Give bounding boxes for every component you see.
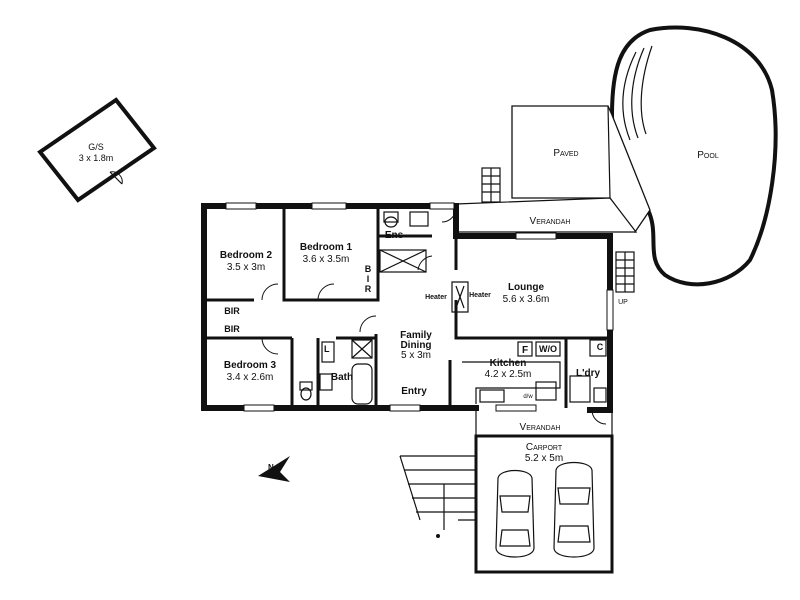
bedroom2-size: 3.5 x 3m: [227, 262, 265, 273]
bir-label-2: BIR: [224, 324, 240, 334]
bedroom3-size: 3.4 x 2.6m: [227, 372, 274, 383]
family-size: 5 x 3m: [401, 350, 431, 361]
car-right-icon: [553, 461, 595, 558]
room-labels: Bedroom 2 3.5 x 3m Bedroom 1 3.6 x 3.5m …: [220, 230, 604, 400]
carport: Carport 5.2 x 5m: [474, 434, 614, 574]
pool-label: Pool: [697, 150, 719, 161]
car-left-icon: [495, 469, 535, 558]
shed-name: G/S: [88, 142, 104, 152]
dw-label: d/w: [523, 394, 533, 400]
heater-right: Heater: [469, 292, 491, 299]
bedroom1-size: 3.6 x 3.5m: [303, 254, 350, 265]
f-label: F: [522, 345, 528, 356]
l-label: L: [324, 344, 330, 354]
doors: [261, 207, 607, 425]
bir-vertical-r: R: [365, 284, 372, 294]
verandah-bottom: Verandah: [475, 410, 613, 437]
fixtures: [299, 211, 607, 405]
stairs-up: UP: [615, 251, 635, 306]
verandah-top-label: Verandah: [530, 216, 571, 227]
lounge-size: 5.6 x 3.6m: [503, 294, 550, 305]
bath-label: Bath: [331, 372, 353, 383]
verandah-bottom-label: Verandah: [520, 422, 561, 433]
family-line2: Dining: [400, 340, 431, 351]
kitchen-size: 4.2 x 2.5m: [485, 369, 532, 380]
c-label: C: [597, 342, 604, 352]
kitchen-name: Kitchen: [490, 358, 527, 369]
ens-label: Ens: [385, 230, 404, 241]
entry-label: Entry: [401, 386, 427, 397]
bir-vertical-b: B: [365, 264, 372, 274]
svg-text:N: N: [268, 463, 274, 472]
family-line1: Family: [400, 330, 432, 341]
carport-name: Carport: [526, 442, 563, 453]
garden-shed: G/S 3 x 1.8m: [37, 97, 157, 203]
verandah-top: Verandah: [455, 197, 638, 233]
north-arrow-icon: N: [258, 456, 290, 482]
bedroom2-name: Bedroom 2: [220, 250, 273, 261]
heater-left: Heater: [425, 294, 447, 301]
pool: Pool: [609, 25, 778, 287]
paved-area: Paved: [511, 105, 651, 234]
windows: [225, 202, 614, 412]
laundry-label: L'dry: [576, 368, 600, 379]
bir-label-1: BIR: [224, 306, 240, 316]
bedroom3-name: Bedroom 3: [224, 360, 277, 371]
bir-vertical-i: I: [367, 274, 370, 284]
wo-label: W/O: [539, 344, 557, 354]
up-label: UP: [618, 299, 628, 306]
carport-size: 5.2 x 5m: [525, 453, 563, 464]
paved-label: Paved: [553, 148, 578, 159]
driveway-steps: [399, 455, 476, 538]
lounge-name: Lounge: [508, 282, 545, 293]
bedroom1-name: Bedroom 1: [300, 242, 353, 253]
shed-size: 3 x 1.8m: [79, 153, 114, 163]
